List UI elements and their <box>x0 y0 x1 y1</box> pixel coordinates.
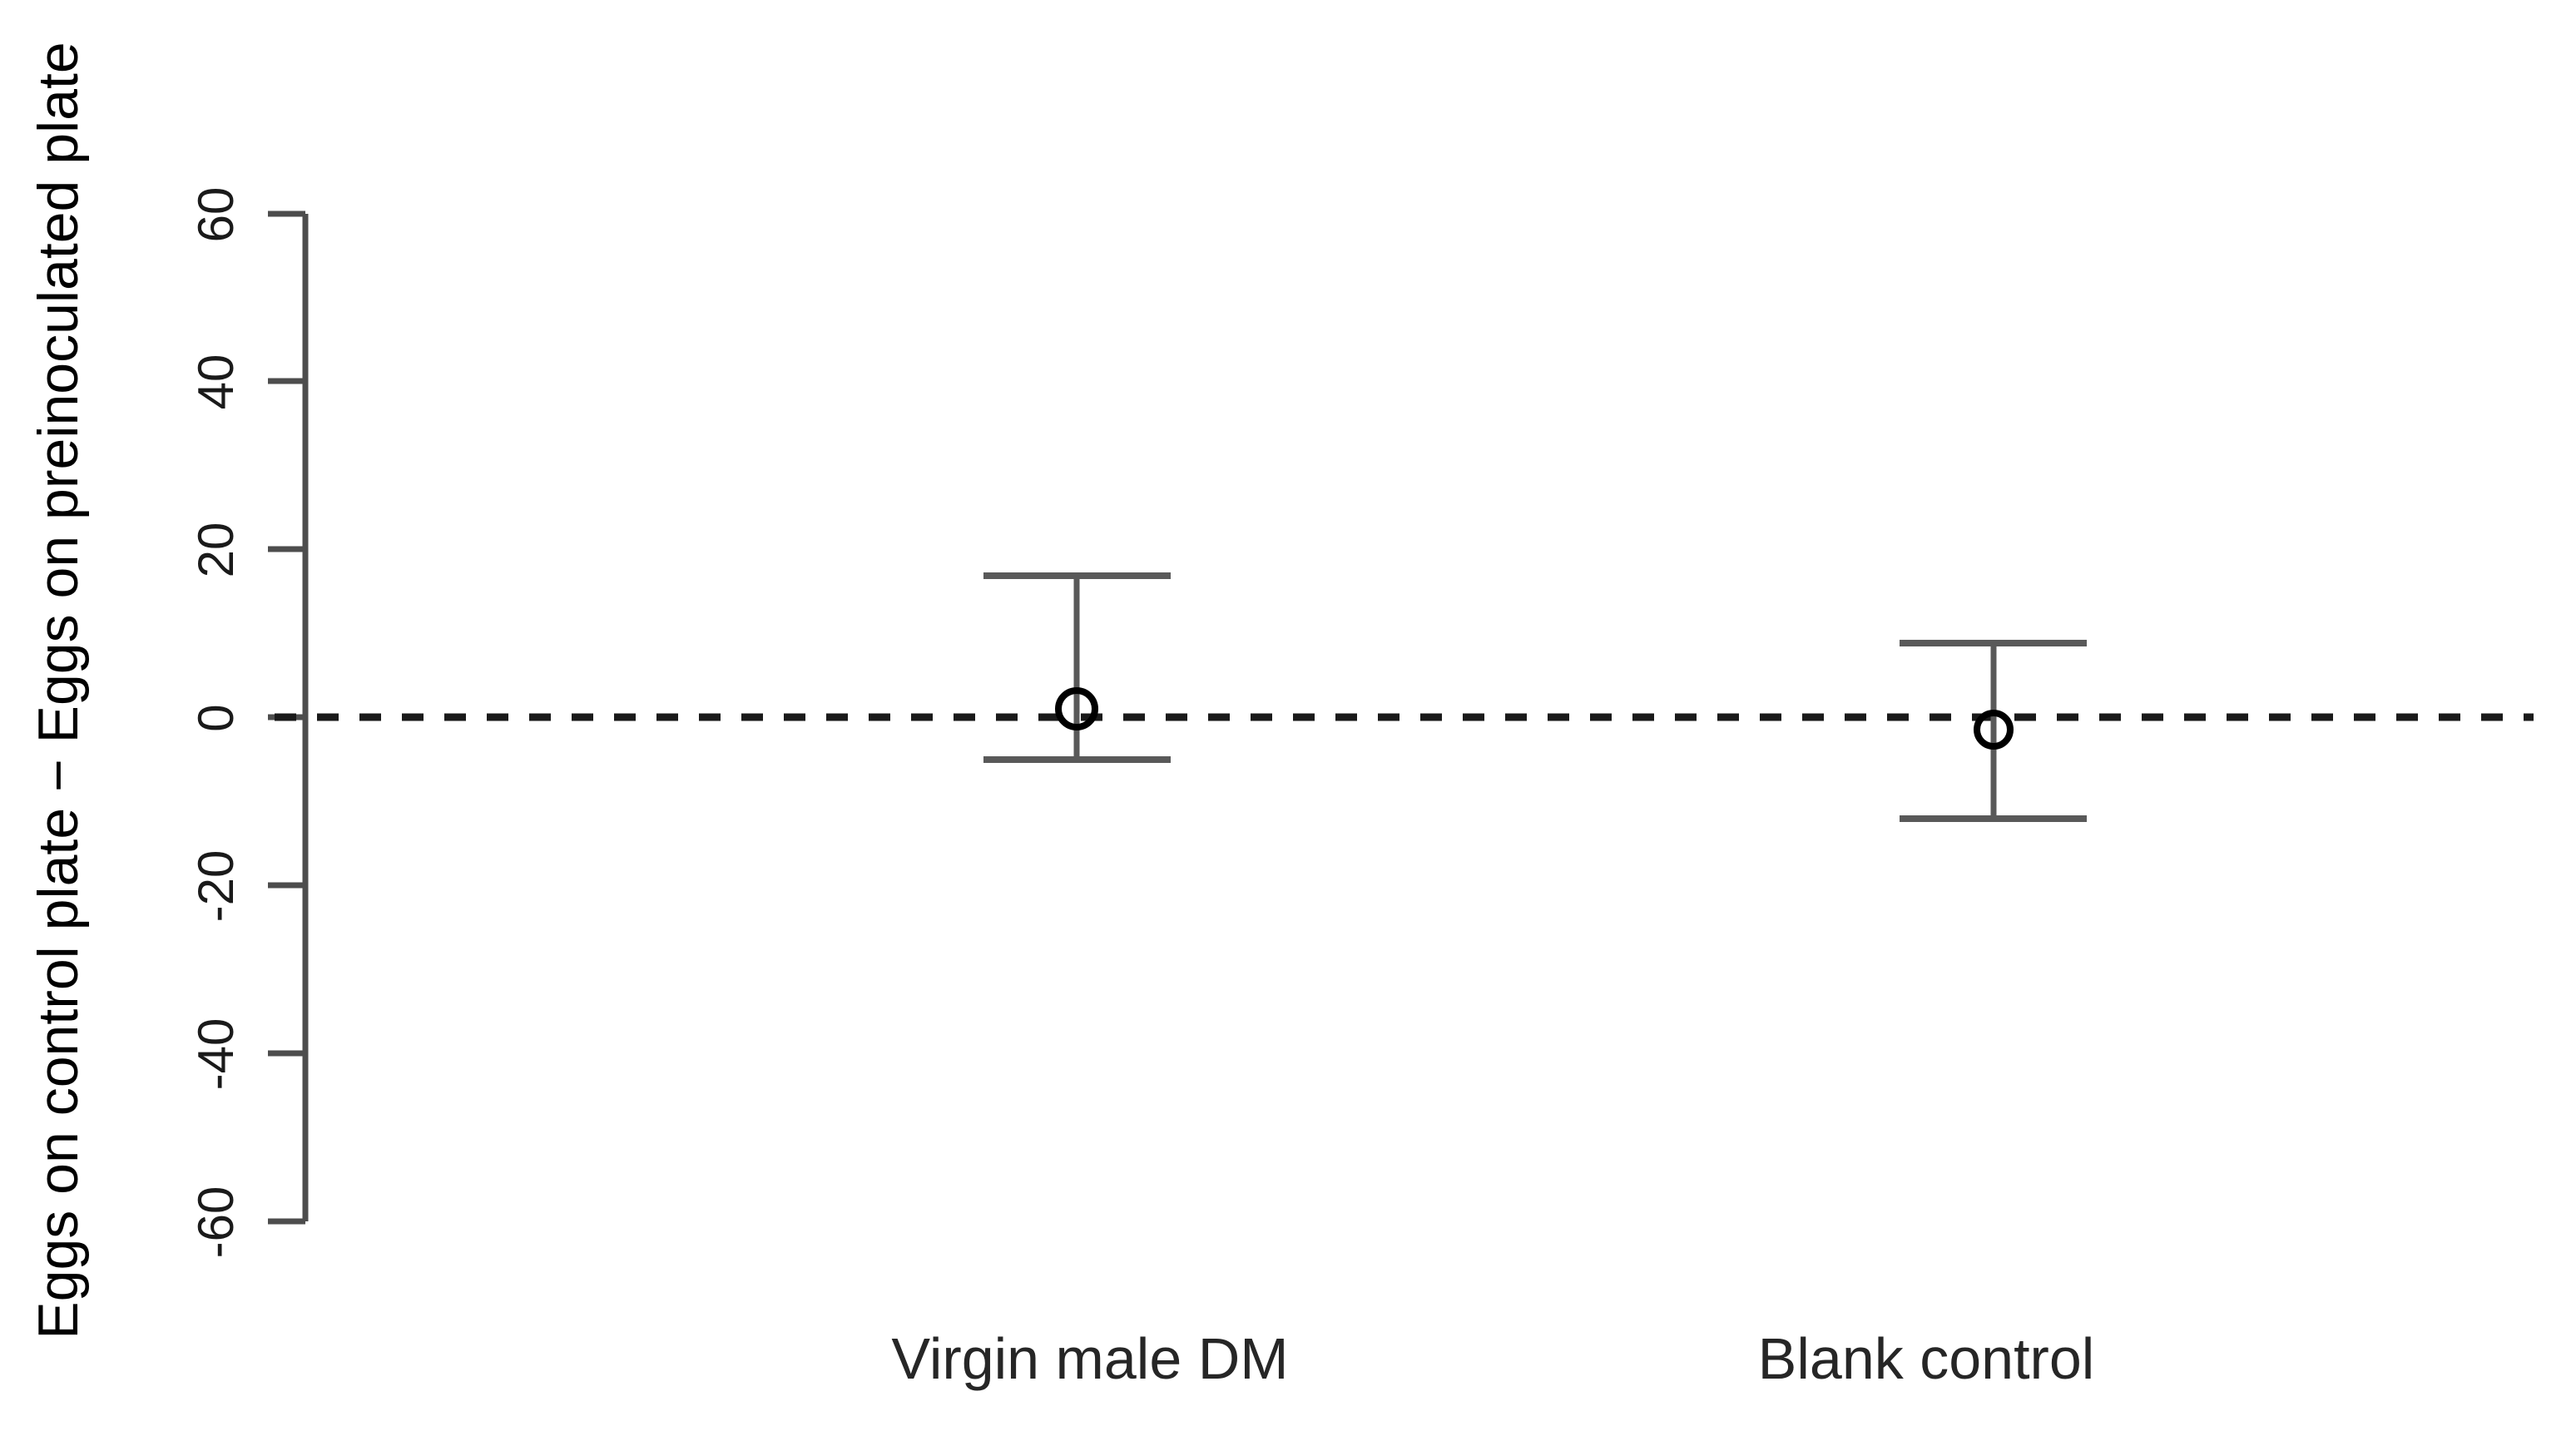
x-tick-label-blank-control: Blank control <box>1757 1326 2095 1391</box>
errorbar-blank-control <box>1900 640 2087 822</box>
data-point-marker-1 <box>1055 687 1098 730</box>
x-tick-label-virgin-male-dm: Virgin male DM <box>891 1326 1289 1391</box>
errorbar-virgin-male-dm <box>983 572 1171 763</box>
data-point-marker-2 <box>1974 710 2014 750</box>
